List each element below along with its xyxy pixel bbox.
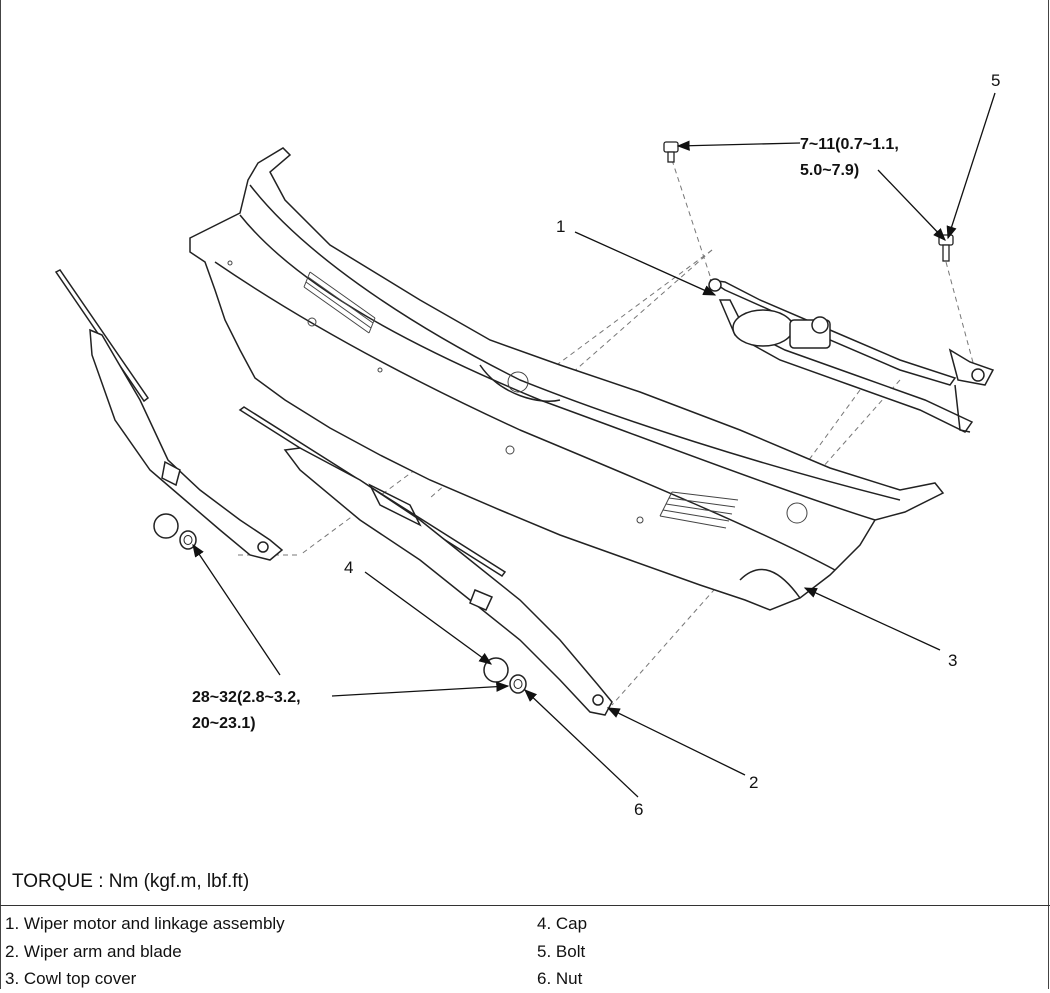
legend-item: 4. Cap <box>537 914 588 933</box>
callout-1: 1 <box>556 217 565 236</box>
legend-divider <box>0 905 1050 906</box>
cowl-vent-grille-right <box>659 491 739 529</box>
callout-6: 6 <box>634 800 643 819</box>
callout-2: 2 <box>749 773 758 792</box>
legend-column-2: 4. Cap 5. Bolt 6. Nut <box>537 910 587 993</box>
legend-column-1: 1. Wiper motor and linkage assembly 2. W… <box>5 910 285 993</box>
callout-3: 3 <box>948 651 957 670</box>
wiper-arm-right <box>238 406 613 716</box>
callout-4: 4 <box>344 558 353 577</box>
callout-5: 5 <box>991 71 1000 90</box>
cowl-clip-holes <box>227 260 808 524</box>
cowl-top-cover <box>189 147 945 611</box>
torque-bolt-line2: 5.0~7.9) <box>800 162 859 179</box>
torque-nut-line2: 20~23.1) <box>192 715 256 732</box>
wiper-exploded-diagram: 1 5 3 4 2 6 7~11(0.7~1.1, 5.0~7.9) 28~32… <box>54 71 1000 819</box>
wiper-motor-linkage <box>708 278 995 433</box>
wiper-arm-left <box>54 269 284 561</box>
bolt-right <box>938 234 954 262</box>
leader-lines <box>192 92 996 798</box>
legend-item: 1. Wiper motor and linkage assembly <box>5 914 285 933</box>
nut-right <box>509 674 527 694</box>
torque-bolt-line1: 7~11(0.7~1.1, <box>800 136 899 153</box>
nut-left <box>179 530 197 550</box>
legend-item: 6. Nut <box>537 969 583 988</box>
legend-item: 5. Bolt <box>537 941 586 961</box>
torque-unit-note: TORQUE : Nm (kgf.m, lbf.ft) <box>12 871 250 892</box>
cowl-vent-grille-left <box>303 271 376 334</box>
cap-left <box>153 513 179 539</box>
torque-nut-line1: 28~32(2.8~3.2, <box>192 689 301 706</box>
legend-item: 2. Wiper arm and blade <box>5 941 182 961</box>
bolt-left <box>663 141 679 163</box>
legend-item: 3. Cowl top cover <box>5 969 137 988</box>
